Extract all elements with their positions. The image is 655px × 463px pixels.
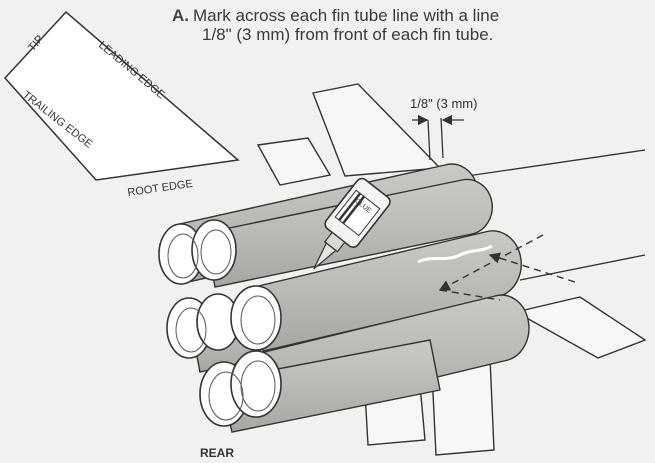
step-label: A.	[172, 6, 189, 25]
tube-opening-5	[230, 285, 282, 351]
glue-bottle: GLUE	[313, 177, 391, 270]
glue-line	[417, 244, 493, 264]
guide-arrows	[438, 234, 576, 301]
tube-opening-7	[230, 350, 282, 418]
tube-opening-2	[191, 219, 237, 281]
instruction-line-1: Mark across each fin tube line with a li…	[193, 6, 500, 25]
instruction-text: A.Mark across each fin tube line with a …	[172, 6, 592, 44]
left-fin	[256, 137, 332, 186]
dimension-indicator	[412, 114, 464, 161]
fin-template: TIP LEADING EDGE TRAILING EDGE ROOT EDGE	[3, 10, 240, 199]
right-fin	[514, 296, 647, 359]
instruction-line-2: 1/8" (3 mm) from front of each fin tube.	[202, 25, 494, 44]
fin-root-edge-label: ROOT EDGE	[127, 178, 194, 199]
tube-lines	[439, 149, 646, 281]
rear-label: REAR	[200, 446, 234, 460]
dimension-label: 1/8" (3 mm)	[410, 96, 477, 111]
